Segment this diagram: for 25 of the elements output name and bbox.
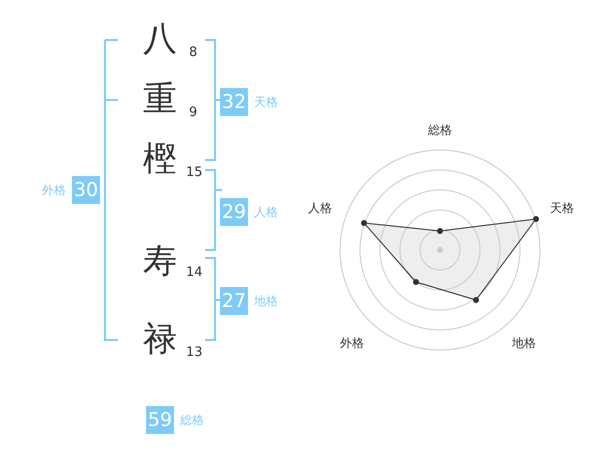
axis-label: 天格 bbox=[550, 202, 574, 214]
stroke-count: 9 bbox=[189, 106, 198, 119]
name-character: 樫 bbox=[143, 142, 177, 176]
axis-label: 地格 bbox=[512, 337, 536, 349]
score-box: 59 bbox=[146, 406, 174, 434]
score-label: 地格 bbox=[254, 295, 278, 307]
score-label: 天格 bbox=[254, 96, 278, 108]
score-box: 30 bbox=[72, 176, 100, 204]
axis-label: 外格 bbox=[340, 337, 364, 349]
name-character: 寿 bbox=[143, 244, 177, 278]
score-box: 27 bbox=[220, 287, 248, 315]
score-box: 29 bbox=[220, 198, 248, 226]
stroke-count: 14 bbox=[186, 266, 203, 279]
name-character: 重 bbox=[143, 82, 177, 116]
score-label: 外格 bbox=[42, 184, 66, 196]
axis-label: 総格 bbox=[428, 124, 452, 136]
name-character: 禄 bbox=[143, 322, 177, 356]
stroke-count: 13 bbox=[186, 346, 203, 359]
axis-label: 人格 bbox=[308, 202, 332, 214]
stroke-count: 8 bbox=[189, 46, 198, 59]
stroke-count: 15 bbox=[186, 166, 203, 179]
score-label: 総格 bbox=[180, 414, 204, 426]
score-label: 人格 bbox=[254, 206, 278, 218]
score-box: 32 bbox=[220, 88, 248, 116]
name-character: 八 bbox=[143, 22, 177, 56]
